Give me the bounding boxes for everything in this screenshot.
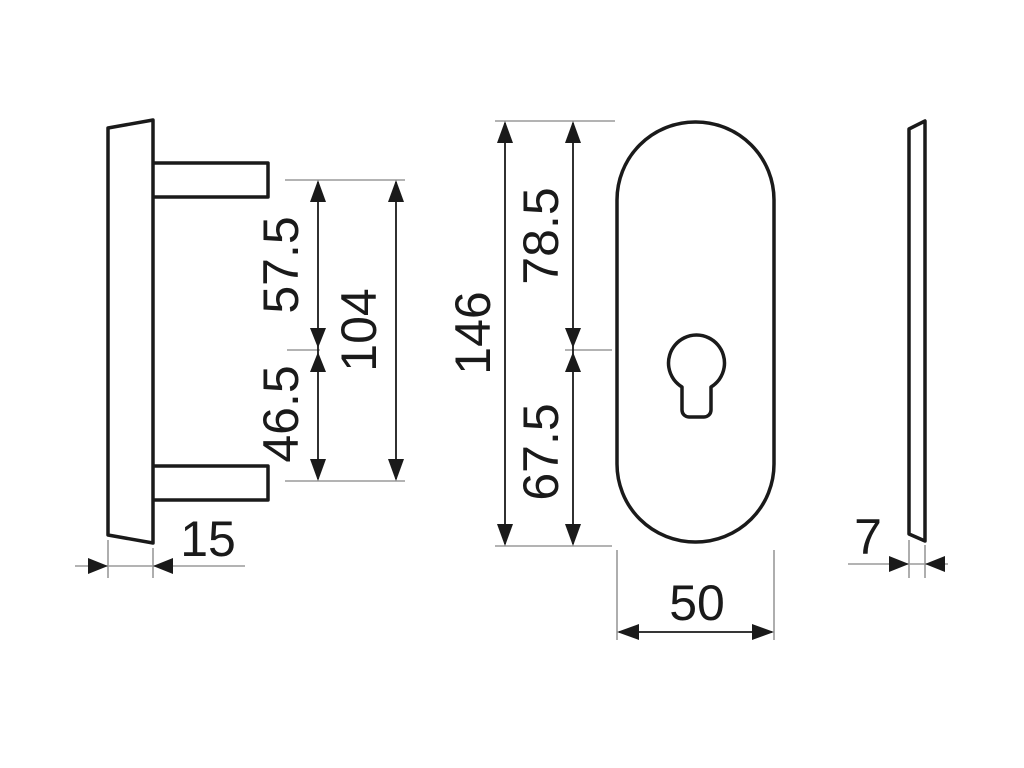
screw-spacing-dimension [388, 180, 404, 481]
lower-screw-post [153, 464, 270, 502]
left-extension-lines [75, 179, 405, 578]
front-view [615, 120, 776, 544]
edge-view-plate [907, 119, 927, 543]
plate-width-dimension [617, 624, 774, 640]
label-plate-thickness: 7 [854, 509, 882, 565]
edge-view [907, 119, 927, 543]
label-upper-to-keyhole: 78.5 [513, 187, 569, 284]
label-plate-height: 146 [445, 291, 501, 374]
offset-dimension [310, 180, 326, 481]
plate-height-dimension [497, 121, 513, 546]
label-keyhole-to-bottom: 67.5 [513, 403, 569, 500]
label-lower-offset: 46.5 [253, 365, 309, 462]
keyhole-position-dimension [565, 121, 581, 546]
label-rosette-depth: 15 [180, 511, 236, 567]
thickness-dimension [889, 556, 945, 572]
label-screw-spacing: 104 [331, 288, 387, 371]
oval-plate [615, 120, 776, 544]
label-upper-offset: 57.5 [253, 216, 309, 313]
keyhole-icon [666, 333, 727, 419]
upper-screw-post [153, 161, 270, 199]
side-view [106, 118, 270, 545]
side-view-plate [106, 118, 155, 545]
depth-dimension [88, 558, 173, 574]
label-plate-width: 50 [669, 575, 725, 631]
middle-extension-lines [495, 120, 775, 640]
